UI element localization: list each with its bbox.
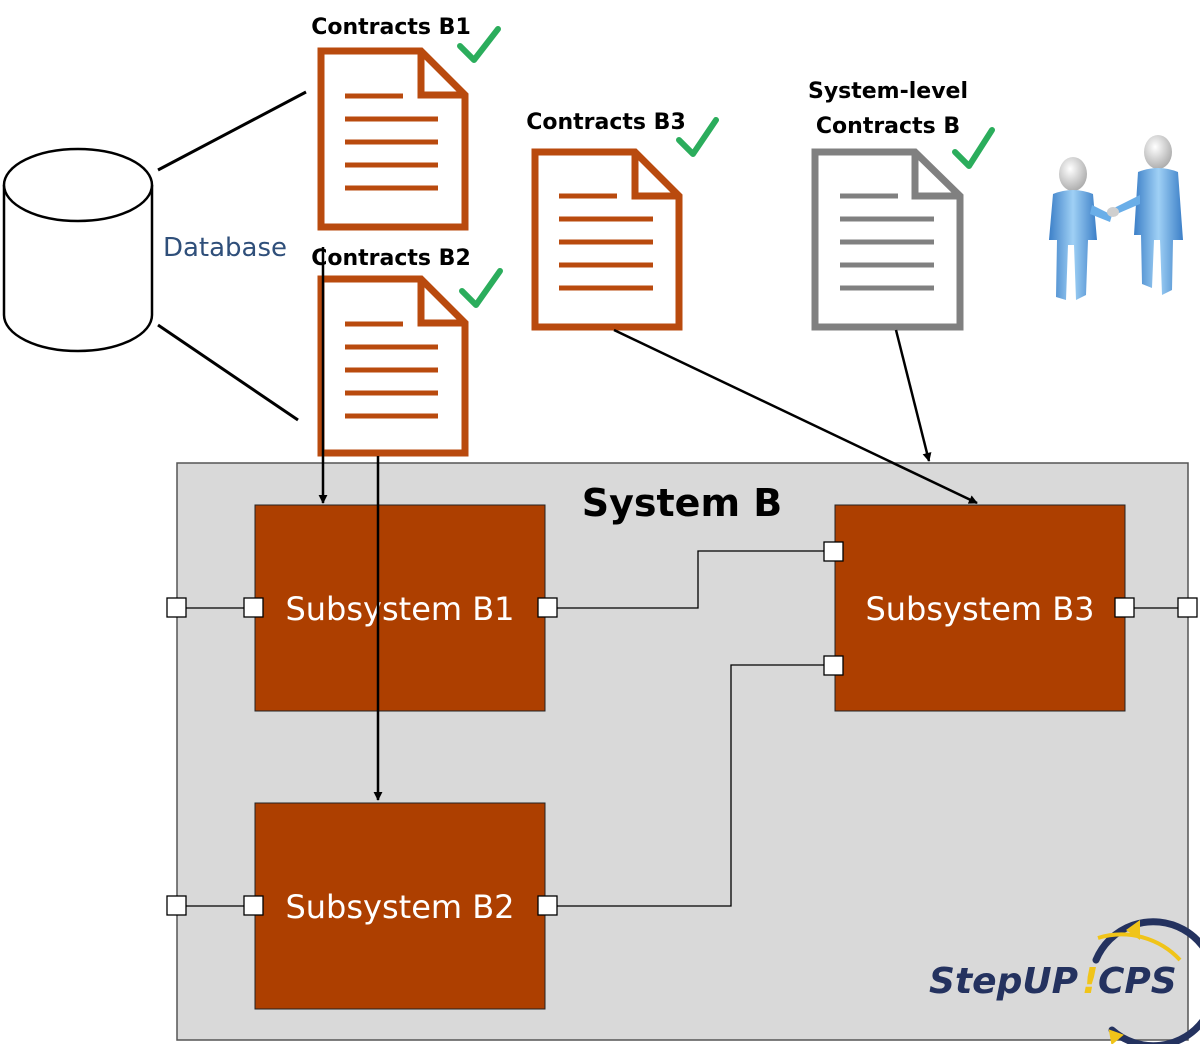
- subsystem-b1-label: Subsystem B1: [285, 590, 514, 628]
- port-b3-out[interactable]: [1114, 597, 1135, 618]
- handshake-people-icon: [1049, 135, 1183, 300]
- contracts-b2-checkmark-icon: [459, 268, 503, 308]
- subsystem-b3-label: Subsystem B3: [865, 590, 1094, 628]
- arrow-b3-contracts-to-subsystem-b3: [613, 328, 978, 505]
- logo-text-right: CPS: [1098, 961, 1177, 1002]
- port-b1-in[interactable]: [243, 597, 264, 618]
- port-system-left-2[interactable]: [166, 895, 187, 916]
- contracts-b1-checkmark-icon: [457, 26, 501, 63]
- stepup-cps-logo: StepUP ! CPS: [929, 918, 1200, 1044]
- system-b-title: System B: [582, 481, 782, 525]
- port-b3-in-1[interactable]: [823, 541, 844, 562]
- contracts-b2-label: Contracts B2: [311, 246, 471, 271]
- port-b1-out[interactable]: [537, 597, 558, 618]
- contracts-b3-document-icon[interactable]: [531, 148, 683, 331]
- system-contracts-checkmark-icon: [952, 127, 995, 169]
- connection-lines: [177, 550, 1188, 907]
- system-contracts-label-line1: System-level: [808, 79, 968, 104]
- system-contracts-label-line2: Contracts B: [816, 114, 960, 139]
- subsystem-b1[interactable]: Subsystem B1: [254, 504, 546, 712]
- database-label: Database: [163, 233, 287, 263]
- database-link-bottom: [157, 323, 299, 422]
- arrow-system-contracts-to-system-b: [894, 329, 932, 462]
- database-link-top: [157, 90, 307, 172]
- subsystem-b3[interactable]: Subsystem B3: [834, 504, 1126, 712]
- port-b3-in-2[interactable]: [823, 655, 844, 676]
- contracts-b2-document-icon[interactable]: [317, 275, 469, 457]
- system-contracts-document-icon[interactable]: [811, 148, 964, 331]
- contracts-b3-checkmark-icon: [676, 117, 719, 157]
- logo-text-left: StepUP: [929, 961, 1078, 1002]
- arrows: [318, 247, 978, 801]
- port-system-left-1[interactable]: [166, 597, 187, 618]
- port-system-right[interactable]: [1177, 597, 1198, 618]
- contracts-b3-label: Contracts B3: [526, 110, 686, 135]
- contracts-b1-label: Contracts B1: [311, 15, 471, 40]
- database-cylinder-icon[interactable]: [2, 147, 154, 353]
- contracts-b1-document-icon[interactable]: [317, 47, 469, 231]
- ports: [166, 541, 1198, 916]
- subsystem-b2-label: Subsystem B2: [285, 888, 514, 926]
- logo-text-mark: !: [1082, 961, 1098, 1002]
- port-b2-out[interactable]: [537, 895, 558, 916]
- port-b2-in[interactable]: [243, 895, 264, 916]
- subsystem-b2[interactable]: Subsystem B2: [254, 802, 546, 1010]
